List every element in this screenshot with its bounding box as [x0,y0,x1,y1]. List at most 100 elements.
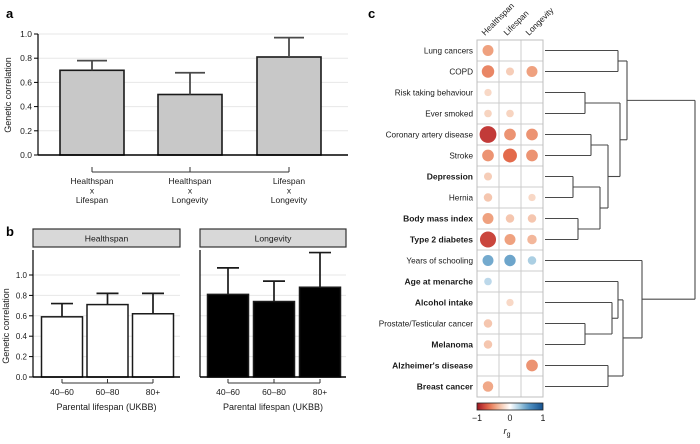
category-label: Lifespan [273,176,305,186]
rg-dot [482,213,494,224]
row-label: Body mass index [403,214,473,224]
row-label: Age at menarche [405,277,474,287]
bar [59,69,125,156]
rg-dot [504,254,516,267]
rg-dot [484,88,492,97]
y-tick-label: 0.6 [20,77,32,87]
rg-dot [479,126,497,143]
rg-dot [528,193,536,202]
rg-dot [506,109,514,118]
y-tick-label: 0.4 [20,102,32,112]
facet-strip-label: Longevity [255,234,292,244]
row-label: Years of schooling [406,257,473,266]
bar [298,286,342,378]
colorbar-tick-label: 1 [541,413,546,423]
rg-dot [484,277,492,286]
rg-dot [504,234,516,245]
x-tick-label: 60–80 [96,387,120,397]
dendrogram [545,49,696,388]
y-tick-label: 1.0 [20,29,32,39]
bar [256,56,322,156]
row-label: Alcohol intake [415,298,473,308]
rg-dot [526,66,538,77]
row-label: Melanoma [431,340,473,350]
row-label: Breast cancer [417,382,474,392]
y-axis-title: Genetic correlation [1,288,11,364]
y-tick-label: 1.0 [16,271,28,280]
bar [252,300,296,378]
bar [131,313,175,378]
category-label: Healthspan [70,176,113,186]
row-label: Risk taking behaviour [395,89,474,98]
rg-dot [482,255,494,266]
panel-b-letter: b [6,224,14,239]
rg-dot [482,381,494,392]
x-tick-label: 80+ [313,387,327,397]
panel-b-faceted-bar-chart: Healthspan 0.0 0.2 0.4 0.6 0.8 1.0 40–60 60–80 80… [1,228,347,412]
y-tick-label: 0.4 [16,332,28,341]
row-label: Alzheimer's disease [392,361,473,371]
y-tick-label: 0.0 [20,150,32,160]
x-tick-label: 60–80 [262,387,286,397]
bar [206,293,250,378]
rg-dot [481,65,495,78]
bar [157,93,223,156]
y-tick-label: 0.2 [16,353,28,362]
panel-a-bar-chart: 0.00.20.40.60.81.0HealthspanxLifespanHea… [3,29,348,205]
x-tick-label: 40–60 [50,387,74,397]
rg-dot [527,256,537,265]
x-axis-title: Parental lifespan (UKBB) [56,402,156,412]
panel-a-letter: a [6,6,14,21]
rg-dot [484,109,492,118]
colorbar-title: rg [503,426,510,439]
row-label: Prostate/Testicular cancer [379,320,473,329]
panel-c-letter: c [368,6,376,21]
category-label: Longevity [172,195,209,205]
y-tick-label: 0.8 [16,291,28,300]
rg-dot [503,148,517,163]
y-tick-label: 0.0 [16,373,28,382]
category-label: Healthspan [168,176,211,186]
category-label: x [287,186,292,196]
facet-strip [199,228,347,248]
y-tick-label: 0.2 [20,126,32,136]
x-tick-label: 80+ [146,387,160,397]
row-label: Hernia [449,194,474,203]
facet-strip-label: Healthspan [85,234,129,244]
row-label: Lung cancers [424,47,473,56]
row-label: Stroke [449,152,473,161]
y-tick-label: 0.6 [16,312,28,321]
rg-dot [526,149,538,162]
bar [40,316,84,378]
rg-dot [483,319,493,328]
row-label: Ever smoked [425,110,473,119]
row-label: Type 2 diabetes [410,235,473,245]
category-label: x [188,186,193,196]
rg-dot [482,149,494,162]
rg-dot [527,214,537,223]
category-label: Lifespan [76,195,108,205]
x-tick-label: 40–60 [216,387,240,397]
rg-dot [504,128,516,141]
column-header: Longevity [523,5,556,38]
x-axis-title: Parental lifespan (UKBB) [223,402,323,412]
rg-dot [482,45,494,56]
matrix-border [476,39,544,398]
colorbar-tick-label: 0 [508,413,513,423]
y-axis-title: Genetic correlation [3,57,13,133]
colorbar-tick-label: −1 [472,413,482,423]
colorbar [476,402,544,411]
bar [86,303,129,378]
row-label: COPD [449,68,473,77]
rg-dot [526,359,538,372]
rg-dot [505,214,515,223]
y-tick-label: 0.8 [20,53,32,63]
category-label: Longevity [271,195,308,205]
row-label: Coronary artery disease [386,131,474,140]
rg-dot [526,128,538,141]
rg-dot [483,340,493,349]
rg-dot [505,67,515,76]
row-label: Depression [427,172,473,182]
rg-dot [506,298,514,307]
